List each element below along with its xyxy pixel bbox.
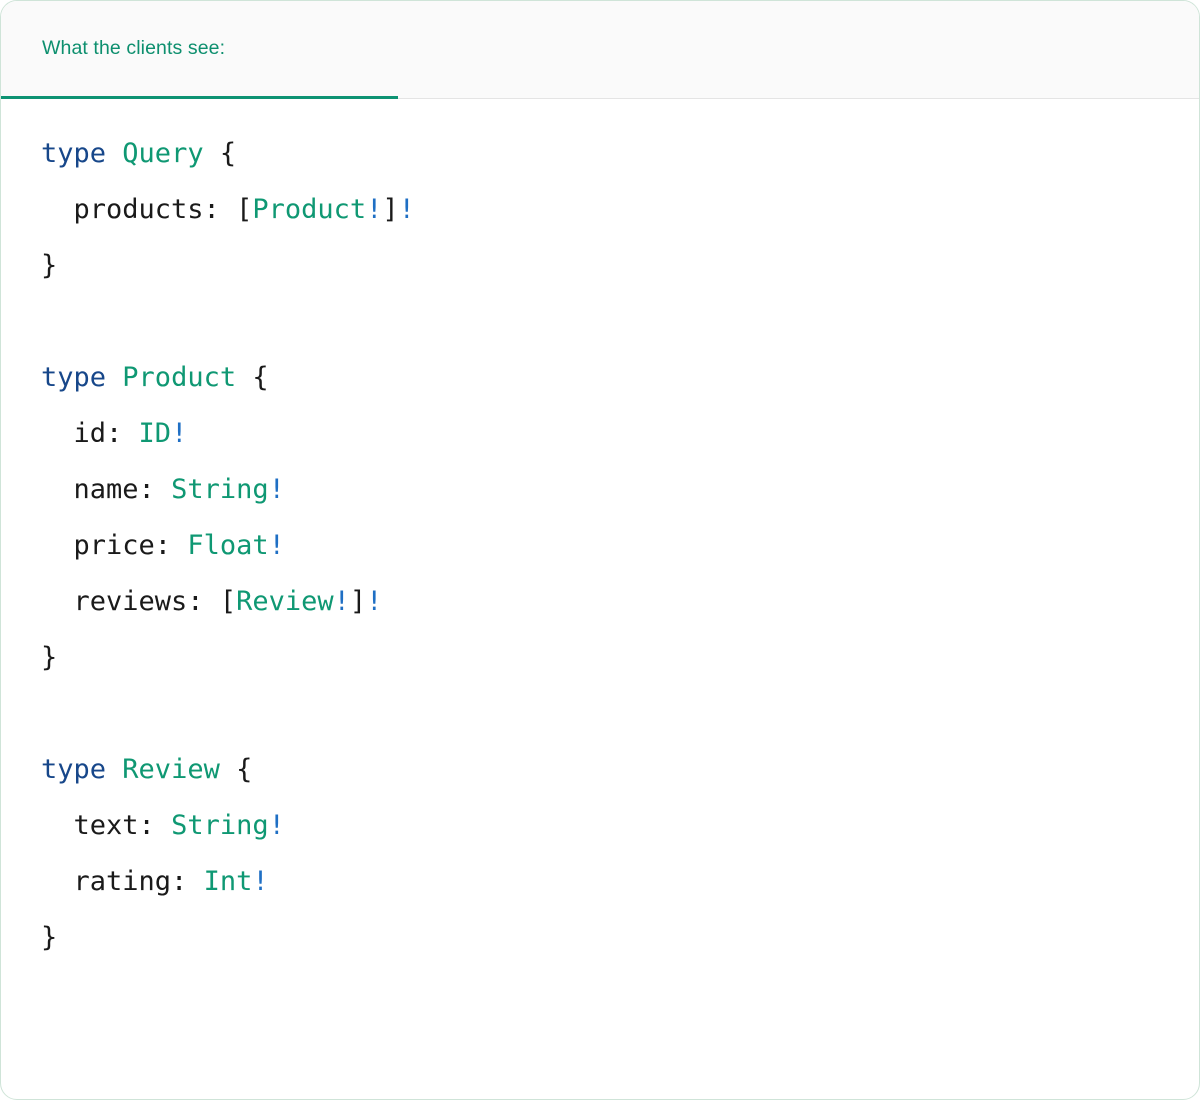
tab-what-the-clients-see[interactable]: What the clients see:: [1, 1, 398, 99]
tab-label: What the clients see:: [42, 37, 226, 59]
code-token-punct: }: [41, 250, 58, 281]
code-token-type: Query: [122, 138, 204, 169]
code-token-plain: [155, 810, 171, 841]
code-line: }: [41, 630, 1159, 686]
code-token-plain: [236, 362, 252, 393]
card-header: What the clients see:: [1, 1, 1199, 99]
code-token-field: reviews:: [41, 586, 204, 617]
code-token-punct: }: [41, 922, 58, 953]
code-token-plain: [155, 474, 171, 505]
code-token-plain: [106, 362, 122, 393]
code-token-type: Product: [122, 362, 237, 393]
code-line: }: [41, 910, 1159, 966]
code-token-punct: {: [219, 138, 237, 169]
code-token-plain: [220, 754, 236, 785]
code-token-plain: [187, 866, 203, 897]
code-token-plain: [106, 754, 122, 785]
code-line: text: String!: [41, 798, 1159, 854]
code-line: type Query {: [41, 126, 1159, 182]
code-token-bang: !: [252, 866, 269, 897]
code-token-bang: !: [333, 586, 350, 617]
code-line: id: ID!: [41, 406, 1159, 462]
code-line: products: [Product!]!: [41, 182, 1159, 238]
code-token-type: Product: [252, 194, 367, 225]
code-line: type Product {: [41, 350, 1159, 406]
code-token-plain: [106, 138, 122, 169]
code-token-type: ID: [138, 418, 172, 449]
code-line: reviews: [Review!]!: [41, 574, 1159, 630]
code-token-field: text:: [41, 810, 155, 841]
code-line: [41, 686, 1159, 742]
code-token-punct: {: [252, 362, 269, 393]
code-token-kw: type: [41, 362, 107, 393]
code-token-plain: [122, 418, 138, 449]
code-token-type: String: [171, 474, 269, 505]
code-token-bang: !: [366, 586, 383, 617]
code-token-bang: !: [268, 474, 285, 505]
code-line: }: [41, 238, 1159, 294]
code-token-field: name:: [41, 474, 155, 505]
code-line: name: String!: [41, 462, 1159, 518]
code-token-type: Review: [236, 586, 334, 617]
code-token-type: Review: [122, 754, 220, 785]
code-token-bang: !: [366, 194, 383, 225]
code-token-field: id:: [41, 418, 123, 449]
code-token-punct: }: [41, 642, 58, 673]
code-line: type Review {: [41, 742, 1159, 798]
code-token-kw: type: [41, 754, 107, 785]
code-token-plain: [220, 194, 236, 225]
code-line: rating: Int!: [41, 854, 1159, 910]
code-token-type: Float: [187, 530, 269, 561]
code-token-plain: [204, 138, 220, 169]
code-token-bang: !: [398, 194, 415, 225]
code-token-punct: {: [236, 754, 253, 785]
code-token-bang: !: [268, 810, 285, 841]
code-token-punct: [: [219, 586, 237, 617]
code-line: [41, 294, 1159, 350]
code-token-type: Int: [203, 866, 253, 897]
code-token-field: products:: [41, 194, 220, 225]
code-token-kw: type: [41, 138, 107, 169]
code-token-type: String: [171, 810, 269, 841]
code-token-punct: ]: [382, 194, 399, 225]
code-token-punct: ]: [349, 586, 367, 617]
code-token-field: rating:: [41, 866, 188, 897]
code-token-bang: !: [268, 530, 285, 561]
code-token-bang: !: [171, 418, 188, 449]
graphql-schema-code[interactable]: type Query { products: [Product!]! } typ…: [1, 126, 1199, 966]
code-line: price: Float!: [41, 518, 1159, 574]
code-body: type Query { products: [Product!]! } typ…: [1, 99, 1199, 966]
code-token-field: price:: [41, 530, 172, 561]
code-token-plain: [204, 586, 220, 617]
code-token-plain: [171, 530, 187, 561]
code-token-punct: [: [236, 194, 253, 225]
